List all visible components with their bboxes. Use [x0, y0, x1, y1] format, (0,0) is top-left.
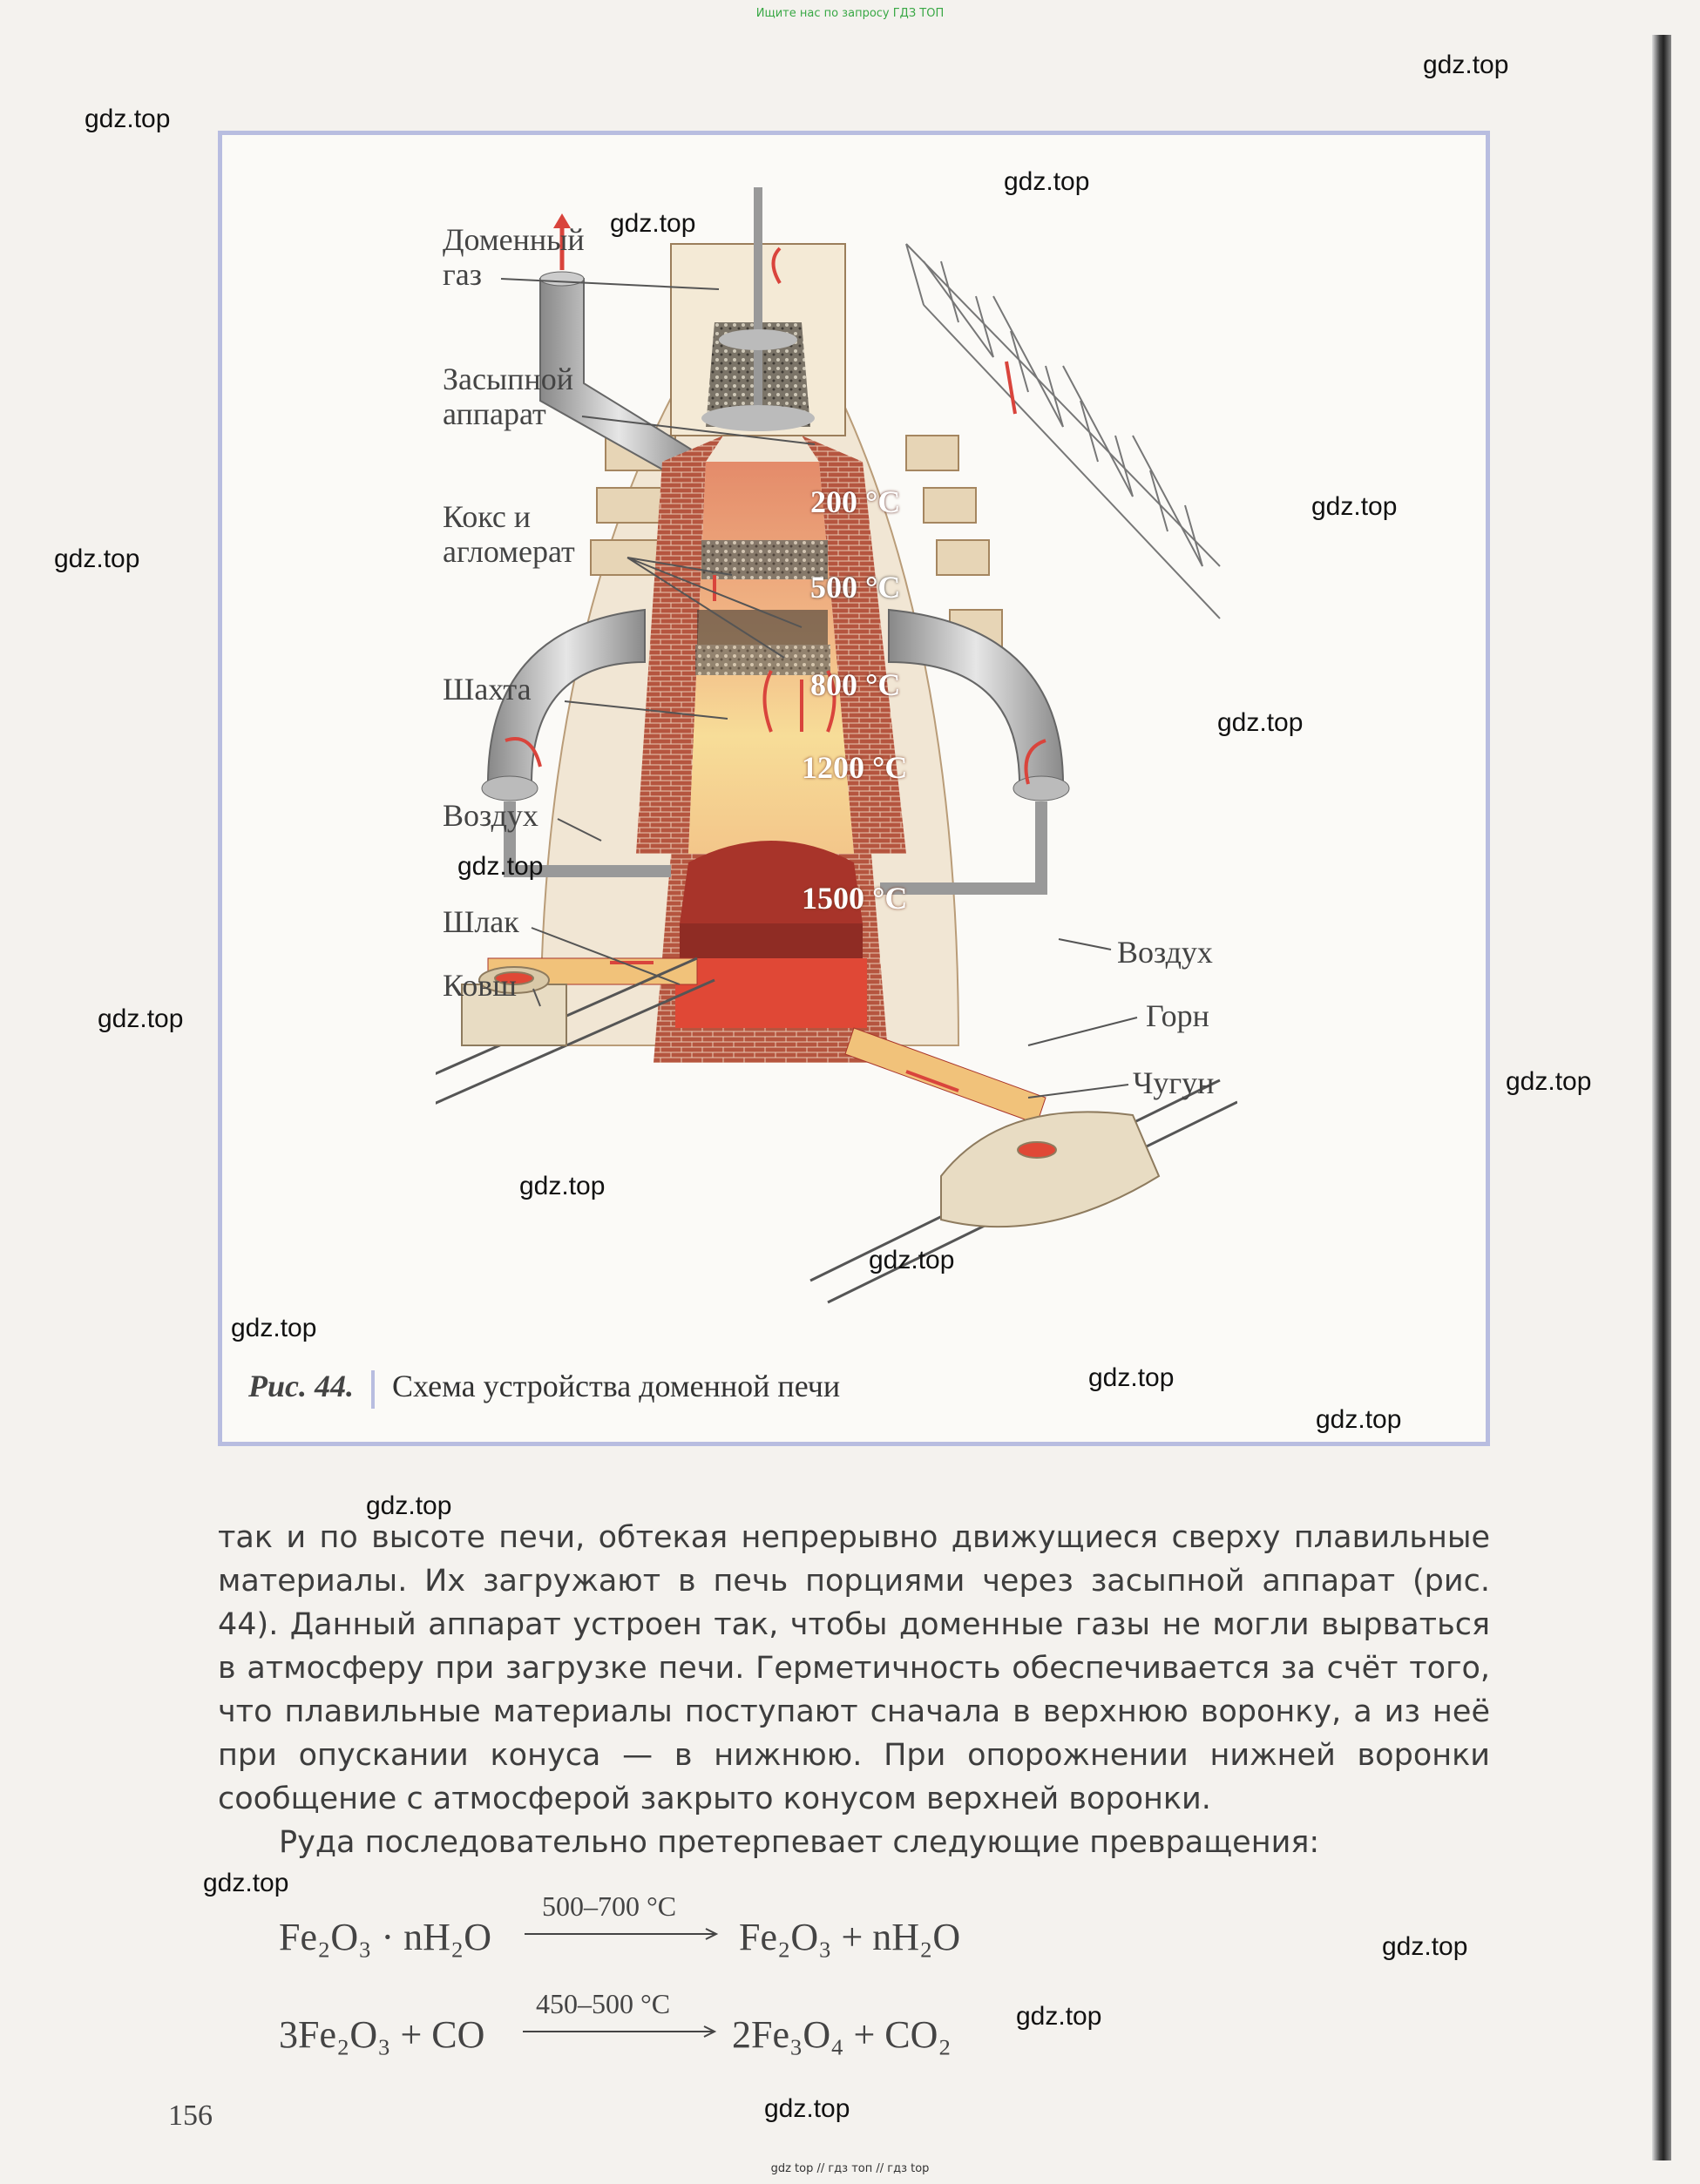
- eq1-left: Fe₂O₃ · nH₂O: [279, 1916, 491, 1958]
- temp-500: 500 °C: [810, 570, 901, 605]
- watermark: gdz.top: [1217, 708, 1304, 737]
- watermark: gdz.top: [1382, 1932, 1468, 1961]
- watermark: gdz.top: [54, 544, 140, 573]
- body-text: так и по высоте печи, обтекая непрерывно…: [218, 1516, 1490, 1864]
- watermark: gdz.top: [1088, 1363, 1175, 1392]
- blast-furnace-illustration: [436, 187, 1237, 1304]
- temp-200: 200 °C: [810, 484, 901, 519]
- watermark: gdz.top: [869, 1246, 955, 1275]
- label-coke: Кокс и агломерат: [443, 499, 575, 569]
- watermark: gdz.top: [1311, 492, 1398, 521]
- caption-separator: [371, 1369, 375, 1409]
- watermark: gdz.top: [519, 1172, 606, 1200]
- page-number: 156: [168, 2099, 213, 2132]
- watermark: gdz.top: [203, 1869, 289, 1897]
- figure-caption: Рис. 44. Схема устройства доменной печи: [248, 1368, 840, 1409]
- watermark: gdz.top: [85, 105, 171, 133]
- ladle-car: [461, 966, 567, 1046]
- top-banner: Ищите нас по запросу ГДЗ ТОП: [755, 7, 945, 20]
- eq2-left: 3Fe₂O₃ + CO: [279, 2013, 485, 2056]
- label-shaft: Шахта: [443, 672, 532, 707]
- watermark: gdz.top: [457, 852, 544, 881]
- label-slag: Шлак: [443, 904, 519, 939]
- eq2-right: 2Fe₃O₄ + CO₂: [732, 2013, 952, 2056]
- watermark: gdz.top: [610, 209, 696, 238]
- temp-1500: 1500 °C: [802, 881, 908, 916]
- paragraph-1: так и по высоте печи, обтекая непрерывно…: [218, 1520, 1490, 1816]
- label-charger: Засыпной аппарат: [443, 362, 573, 431]
- bottom-banner: gdz top // гдз топ // гдз top: [770, 2162, 930, 2175]
- watermark: gdz.top: [764, 2094, 850, 2123]
- flow-arrows: [505, 247, 1046, 1092]
- eq2-condition: 450–500 °C: [536, 1988, 671, 2019]
- label-air-right: Воздух: [1117, 935, 1213, 970]
- eq1-right: Fe₂O₃ + nH₂O: [739, 1916, 961, 1958]
- label-hearth: Горн: [1146, 998, 1209, 1033]
- temp-800: 800 °C: [810, 667, 901, 702]
- label-blast-gas: Доменный газ: [443, 222, 585, 292]
- watermark: gdz.top: [1423, 51, 1509, 79]
- watermark: gdz.top: [1004, 167, 1090, 196]
- skip-hoist: [905, 243, 1221, 619]
- book-binding: [1652, 35, 1671, 2160]
- eq1-condition: 500–700 °C: [542, 1890, 677, 1922]
- watermark: gdz.top: [98, 1004, 184, 1033]
- watermark: gdz.top: [1316, 1405, 1402, 1434]
- eq1-arrow: [525, 1928, 719, 1940]
- label-iron: Чугун: [1133, 1065, 1215, 1100]
- label-air-left: Воздух: [443, 798, 538, 833]
- caption-number: Рис. 44.: [248, 1369, 354, 1403]
- torpedo-car: [940, 1111, 1161, 1228]
- temp-1200: 1200 °C: [802, 750, 908, 785]
- watermark: gdz.top: [1506, 1067, 1592, 1096]
- watermark: gdz.top: [366, 1491, 452, 1520]
- eq2-arrow: [523, 2025, 717, 2038]
- paragraph-2: Руда последовательно претерпевает следую…: [279, 1825, 1320, 1860]
- caption-text: Схема устройства доменной печи: [392, 1369, 841, 1403]
- label-ladle: Ковш: [443, 968, 517, 1003]
- watermark: gdz.top: [1016, 2002, 1102, 2031]
- watermark: gdz.top: [231, 1314, 317, 1342]
